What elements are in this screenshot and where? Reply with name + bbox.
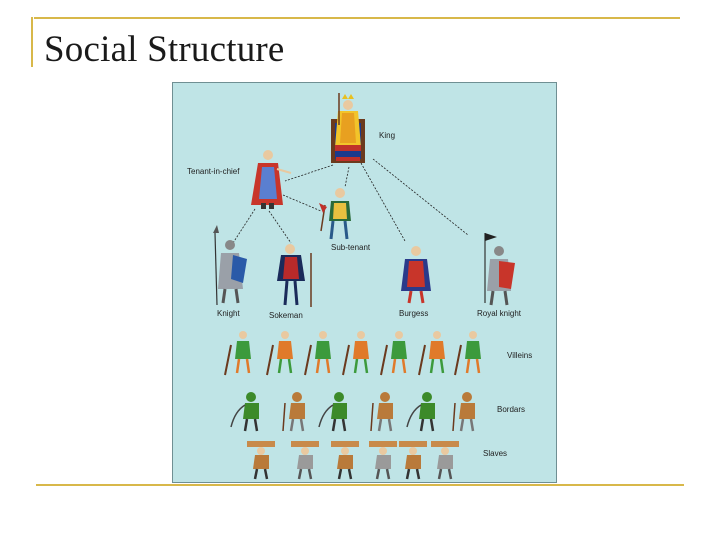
label-sub-tenant: Sub-tenant	[331, 243, 371, 252]
label-slaves: Slaves	[483, 449, 508, 458]
bordar	[282, 392, 305, 432]
slide-title: Social Structure	[44, 29, 285, 70]
label-king: King	[379, 131, 396, 140]
label-sokeman: Sokeman	[269, 311, 303, 320]
villein	[304, 331, 331, 376]
connector-tenant-sokeman	[268, 210, 292, 244]
label-royal-knight: Royal knight	[477, 309, 522, 318]
connector-king-burgess	[360, 162, 406, 242]
slave	[369, 441, 397, 480]
connector-tenant-subtenant	[282, 194, 322, 212]
slave	[247, 441, 275, 480]
villeins-row	[224, 331, 481, 376]
knight-figure	[213, 225, 247, 306]
villein	[380, 331, 407, 376]
label-tenant-in-chief: Tenant-in-chief	[187, 167, 240, 176]
slave	[291, 441, 319, 480]
slaves-row	[247, 441, 459, 480]
connector-king-subtenant	[344, 166, 350, 188]
slave	[431, 441, 459, 480]
diagram-art	[213, 93, 515, 480]
villein	[418, 331, 445, 376]
bordar	[452, 392, 475, 432]
social-structure-diagram: King Tenant-in-chief Sub-tenant Knight S…	[172, 82, 557, 483]
bordars-row	[230, 392, 475, 432]
villein	[454, 331, 481, 376]
king-figure	[331, 93, 365, 163]
villein	[342, 331, 369, 376]
label-burgess: Burgess	[399, 309, 429, 318]
villein	[266, 331, 293, 376]
bordar	[370, 392, 393, 432]
villein	[224, 331, 251, 376]
sub-tenant-figure	[319, 188, 351, 240]
sokeman-figure	[277, 244, 312, 307]
burgess-figure	[401, 246, 431, 304]
connector-king-royal-knight	[372, 158, 469, 236]
slave	[399, 441, 427, 480]
connector-tenant-knight	[232, 208, 256, 244]
bordar	[230, 392, 259, 432]
title-rule-top	[34, 17, 680, 19]
bordar	[318, 392, 347, 432]
connector-king-tenant	[284, 164, 334, 182]
label-bordars: Bordars	[497, 405, 526, 414]
bordar	[406, 392, 435, 432]
hierarchy-connectors	[232, 158, 469, 244]
bottom-rule	[36, 484, 684, 486]
label-villeins: Villeins	[507, 351, 533, 360]
title-rule-left	[31, 17, 33, 67]
slave	[331, 441, 359, 480]
tenant-in-chief-figure	[251, 150, 292, 209]
label-knight: Knight	[217, 309, 240, 318]
royal-knight-figure	[484, 233, 515, 306]
